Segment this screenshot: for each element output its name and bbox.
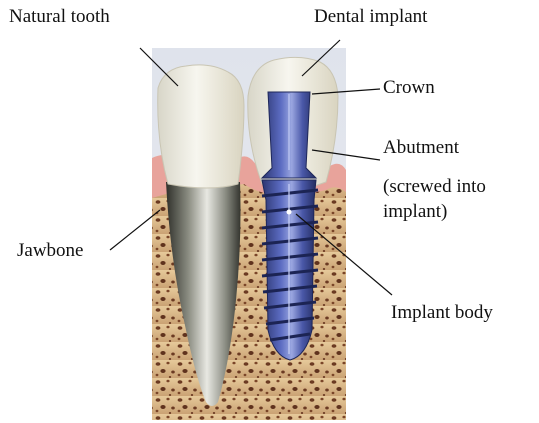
- abutment-note-line-2: implant): [383, 201, 447, 223]
- abutment-label: Abutment: [383, 137, 459, 159]
- implant-body-label: Implant body: [391, 302, 493, 324]
- natural-tooth-label: Natural tooth: [9, 6, 110, 28]
- dental-implant-label: Dental implant: [314, 6, 427, 28]
- natural-tooth-crown: [158, 65, 244, 188]
- jawbone-label: Jawbone: [17, 240, 83, 262]
- crown-label: Crown: [383, 77, 435, 99]
- abutment-note-line-1: (screwed into: [383, 176, 486, 198]
- implant-body: [262, 180, 318, 360]
